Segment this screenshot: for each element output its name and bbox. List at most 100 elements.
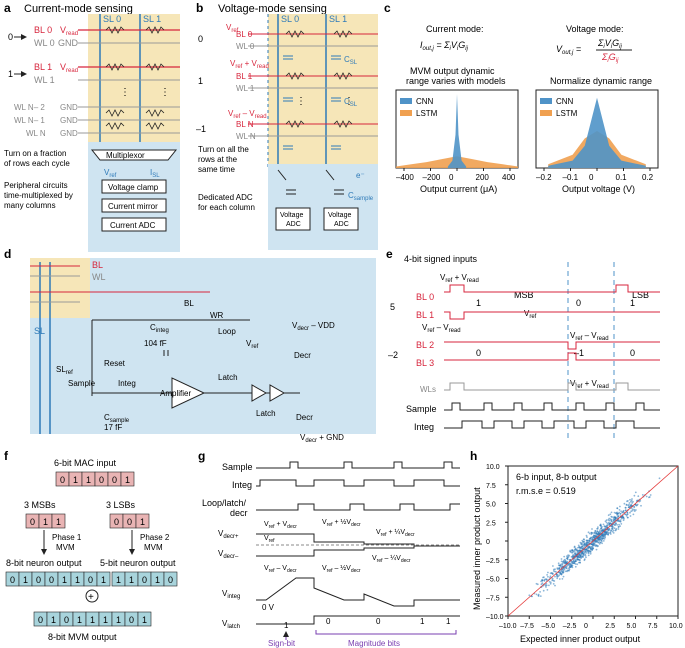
dots-a2: ⋮ — [160, 87, 170, 98]
note-a-5: many columns — [4, 201, 56, 210]
scatter-point — [556, 568, 559, 570]
scatter-point — [603, 534, 606, 536]
scatter-point — [608, 519, 611, 522]
blsw-label-d: BL — [184, 299, 194, 308]
g-a4: Vref — [264, 535, 275, 544]
scatter-point — [596, 540, 599, 542]
e-wls: WLs — [420, 385, 436, 394]
scatter-point — [562, 572, 564, 574]
e-bl2: BL 2 — [416, 340, 434, 350]
scatter-point — [595, 548, 598, 551]
decr2-label-d: Decr — [296, 413, 313, 422]
h-ytick-label: 7.5 — [486, 483, 496, 490]
bl1-label-b: BL 1 — [236, 72, 253, 81]
scatter-point — [592, 535, 594, 538]
integ-label-d: Integ — [118, 379, 136, 388]
out-bit: 1 — [51, 615, 56, 625]
h-ytick-label: –5.0 — [486, 577, 500, 584]
vref-label-a: Vref — [104, 168, 117, 179]
current-mirror-box-a — [101, 198, 167, 213]
n8-bit: 0 — [36, 575, 41, 585]
voltage-clamp-box-a — [101, 179, 167, 194]
scatter-point — [544, 584, 547, 587]
scatter-point — [585, 548, 588, 551]
vm-formula-den: ΣiGij — [601, 52, 619, 64]
h-xtick-label: 0 — [584, 623, 588, 630]
e-bit-bot-2: 0 — [630, 348, 635, 358]
scatter-point — [605, 519, 608, 522]
left-subtitle-2: range varies with models — [406, 76, 506, 86]
scatter-point — [618, 509, 621, 511]
msb-bit: 1 — [56, 517, 61, 527]
scatter-point — [587, 549, 590, 551]
g-integ: Integ — [232, 480, 252, 490]
panel-e: e 4-bit signed inputs MSB LSB Vref + Vre… — [386, 247, 660, 440]
scatter-point — [594, 529, 597, 532]
scatter-point — [614, 523, 616, 526]
scatter-point — [630, 503, 633, 506]
legend-cnn-swatch-r — [540, 98, 552, 104]
legend-lstm-swatch-l — [400, 110, 412, 116]
scatter-point — [564, 566, 567, 569]
panel-e-letter: e — [386, 247, 393, 261]
scatter-point — [619, 519, 622, 521]
multiplexor-label-a: Multiplexor — [106, 151, 145, 160]
legend-cnn-swatch-l — [400, 98, 412, 104]
bl0-label-a: BL 0 — [34, 25, 52, 35]
f-phase1b: MVM — [56, 543, 75, 552]
scatter-point — [639, 500, 642, 502]
legend-cnn-l: CNN — [416, 97, 434, 106]
scatter-point — [552, 565, 554, 567]
wln-label-a: WL N — [26, 129, 46, 138]
g-latch-bit-0: 1 — [284, 621, 289, 630]
e-bit-top-2: 1 — [630, 298, 635, 308]
scatter-point — [585, 539, 588, 542]
scatter-point — [593, 534, 595, 537]
scatter-point — [563, 568, 566, 571]
wl1-label-b: WL 1 — [236, 84, 255, 93]
scatter-point — [560, 560, 563, 563]
dots-b: ⋮ — [296, 96, 306, 107]
scatter-point — [542, 589, 545, 592]
h-xtick-label: –2.5 — [563, 623, 577, 630]
scatter-point — [596, 527, 599, 530]
scatter-point — [616, 524, 618, 526]
scatter-point — [558, 578, 561, 580]
gnd-label-a3: GND — [60, 116, 78, 125]
scatter-point — [600, 535, 603, 538]
scatter-point — [612, 529, 615, 532]
vplus-label-b: Vref + Vread — [230, 59, 269, 70]
scatter-point — [606, 522, 609, 525]
f-plus: + — [88, 592, 94, 603]
scatter-point — [633, 494, 636, 497]
g-latch-bit-1: 0 — [326, 617, 331, 626]
g-a6: Vref – Vdecr — [264, 565, 297, 574]
wln-label-b: WL N — [236, 132, 256, 141]
scatter-point — [611, 527, 613, 530]
scatter-point — [590, 533, 593, 536]
scatter-point — [557, 575, 560, 578]
scatter-point — [549, 572, 552, 575]
scatter-point — [616, 507, 619, 510]
scatter-point — [598, 533, 601, 535]
e-bit-top-1: 0 — [576, 298, 581, 308]
scatter-point — [587, 552, 590, 554]
scatter-point — [570, 556, 573, 558]
g-sample: Sample — [222, 462, 253, 472]
e-waveforms-bl — [444, 284, 660, 361]
note-a-4: time-multiplexed by — [4, 191, 73, 200]
wl-label-d: WL — [92, 272, 106, 282]
scatter-point — [630, 500, 632, 503]
e-bl1: BL 1 — [416, 310, 434, 320]
wl0-label-a: WL 0 — [34, 38, 55, 48]
lsb-cell — [135, 513, 150, 529]
scatter-point — [563, 561, 566, 564]
resistor-cells-a — [105, 26, 165, 130]
gnd-label-a: GND — [58, 38, 79, 48]
input-0-b: 0 — [198, 34, 203, 44]
decr-label-d: Decr — [294, 351, 311, 360]
scatter-point — [587, 554, 590, 557]
